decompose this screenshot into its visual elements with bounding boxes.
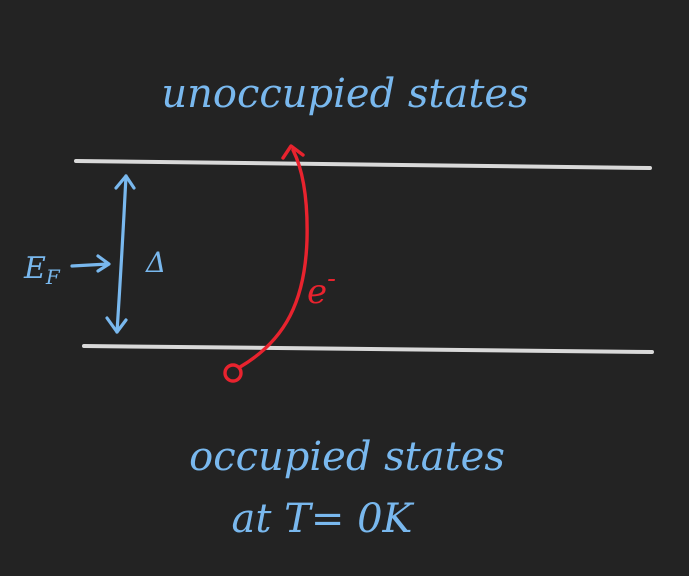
fermi-label: E — [23, 251, 46, 286]
fermi-level-marker: EF — [23, 251, 111, 289]
right-arrow-icon — [70, 254, 111, 273]
svg-text:EF: EF — [23, 251, 61, 289]
double-headed-arrow-icon — [105, 174, 136, 334]
electron-start-circle — [223, 363, 243, 383]
fermi-subscript: F — [45, 265, 61, 289]
occupied-states-label: occupied states — [189, 434, 505, 480]
gap-label: Δ — [145, 246, 166, 279]
electron-charge: - — [327, 264, 336, 294]
unoccupied-states-label: unoccupied states — [161, 71, 528, 117]
curved-arrow-icon — [223, 144, 309, 383]
electron-symbol: e — [307, 272, 327, 312]
upper-band-edge — [74, 159, 652, 170]
lower-band-edge — [82, 344, 654, 354]
electron-label: e- — [307, 264, 336, 312]
temperature-label: at T= 0K — [232, 496, 415, 542]
